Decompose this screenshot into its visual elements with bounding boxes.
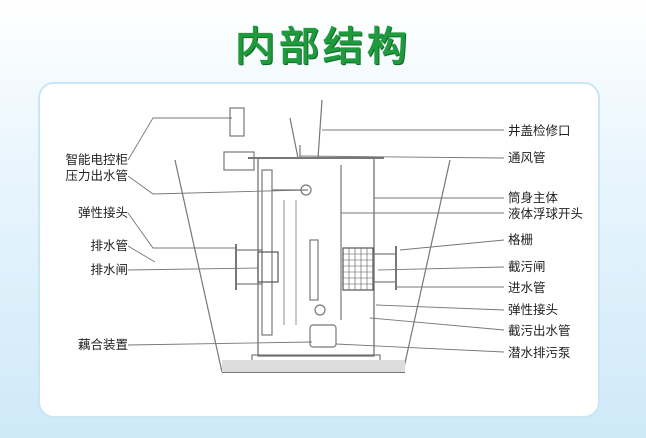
label-pressure-pipe: 压力出水管 — [65, 168, 128, 183]
control-box — [223, 151, 255, 171]
label-elastic-joint-right: 弹性接头 — [508, 302, 559, 317]
leader-pump — [335, 343, 505, 353]
leader-outlet — [369, 317, 505, 331]
leader-drain-gate — [127, 267, 259, 271]
label-drain-pipe: 排水管 — [90, 238, 128, 253]
leader-control-cabinet — [127, 117, 232, 161]
page-title: 内部结构 — [235, 24, 411, 70]
control-cabinet — [229, 107, 245, 137]
label-drain-gate: 排水闸 — [90, 262, 128, 277]
label-manhole: 井盖检修口 — [508, 123, 571, 138]
leader-pressure-pipe — [127, 175, 307, 195]
leader-elastic-left — [127, 212, 236, 249]
pit-right-wall — [402, 159, 451, 373]
label-submersible-pump: 潜水排污泵 — [508, 345, 571, 360]
label-grille: 格栅 — [508, 232, 534, 247]
tank-body — [257, 157, 375, 357]
ground-fill — [222, 360, 405, 372]
leader-vent — [299, 155, 505, 159]
label-vent-pipe: 通风管 — [508, 150, 546, 165]
leader-grille — [399, 239, 505, 251]
internal-pipe — [309, 239, 319, 301]
drain-gate — [257, 251, 279, 283]
label-float-switch: 液体浮球开头 — [508, 206, 584, 221]
pit-left-wall — [174, 159, 223, 373]
label-outlet-pipe: 截污出水管 — [508, 323, 571, 338]
leader-drain-pipe — [127, 245, 156, 263]
label-intercept-gate: 截污闸 — [508, 259, 546, 274]
label-tank-body: 筒身主体 — [508, 190, 559, 205]
leader-intercept-gate — [377, 266, 505, 271]
inlet-pipe — [373, 253, 397, 283]
leader-coupling — [127, 341, 313, 346]
label-elastic-joint-left: 弹性接头 — [77, 205, 128, 220]
label-control-cabinet: 智能电控柜 — [65, 152, 128, 167]
label-inlet-pipe: 进水管 — [508, 280, 546, 295]
grille — [342, 247, 374, 291]
leader-elastic-right — [375, 304, 505, 311]
grille-mesh — [343, 248, 373, 290]
label-coupling-device: 藕合装置 — [77, 337, 128, 352]
submersible-pump — [309, 324, 337, 348]
